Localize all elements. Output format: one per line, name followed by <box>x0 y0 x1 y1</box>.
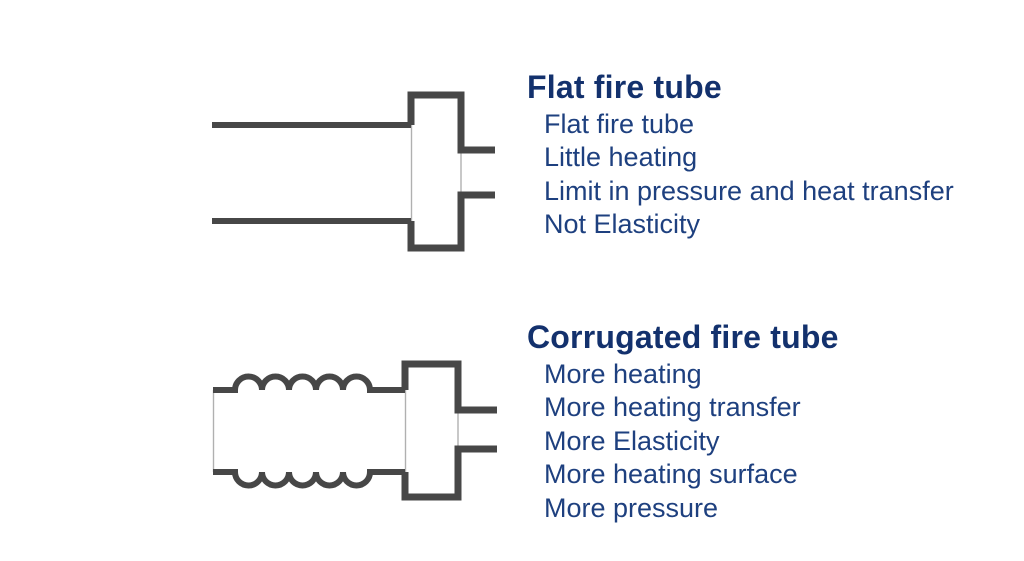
list-item: More Elasticity <box>544 425 720 456</box>
flat-fire-tube-feature-list: Flat fire tube Little heating Limit in p… <box>527 108 1007 242</box>
flat-fire-tube-section: Flat fire tube Flat fire tube Little hea… <box>527 68 1007 242</box>
list-item: Not Elasticity <box>544 209 701 240</box>
corrugated-fire-tube-diagram <box>212 360 497 501</box>
corrugated-tube-bottom-wall <box>213 469 405 489</box>
corrugated-fire-tube-section: Corrugated fire tube More heating More h… <box>527 318 1007 525</box>
list-item: More pressure <box>544 492 719 523</box>
list-item: Little heating <box>544 142 698 173</box>
corrugated-fire-tube-title: Corrugated fire tube <box>527 319 839 355</box>
corrugated-flange-upper-outline <box>401 360 497 414</box>
flat-flange-lower-outline <box>407 191 495 252</box>
list-item: More heating <box>544 359 702 389</box>
list-item: More heating surface <box>544 459 798 490</box>
flat-flange-upper-outline <box>407 91 495 154</box>
list-item: Limit in pressure and heat transfer <box>544 175 954 206</box>
corrugated-fire-tube-feature-list: More heating More heating transfer More … <box>527 358 1007 525</box>
flat-fire-tube-title: Flat fire tube <box>527 69 722 105</box>
corrugated-flange-lower-outline <box>401 445 497 501</box>
flat-fire-tube-diagram <box>212 91 495 252</box>
rounded-card: Flat fire tube Flat fire tube Little hea… <box>57 18 974 538</box>
list-item: Flat fire tube <box>544 109 695 139</box>
list-item: More heating transfer <box>544 392 801 423</box>
corrugated-tube-top-wall <box>213 373 405 393</box>
